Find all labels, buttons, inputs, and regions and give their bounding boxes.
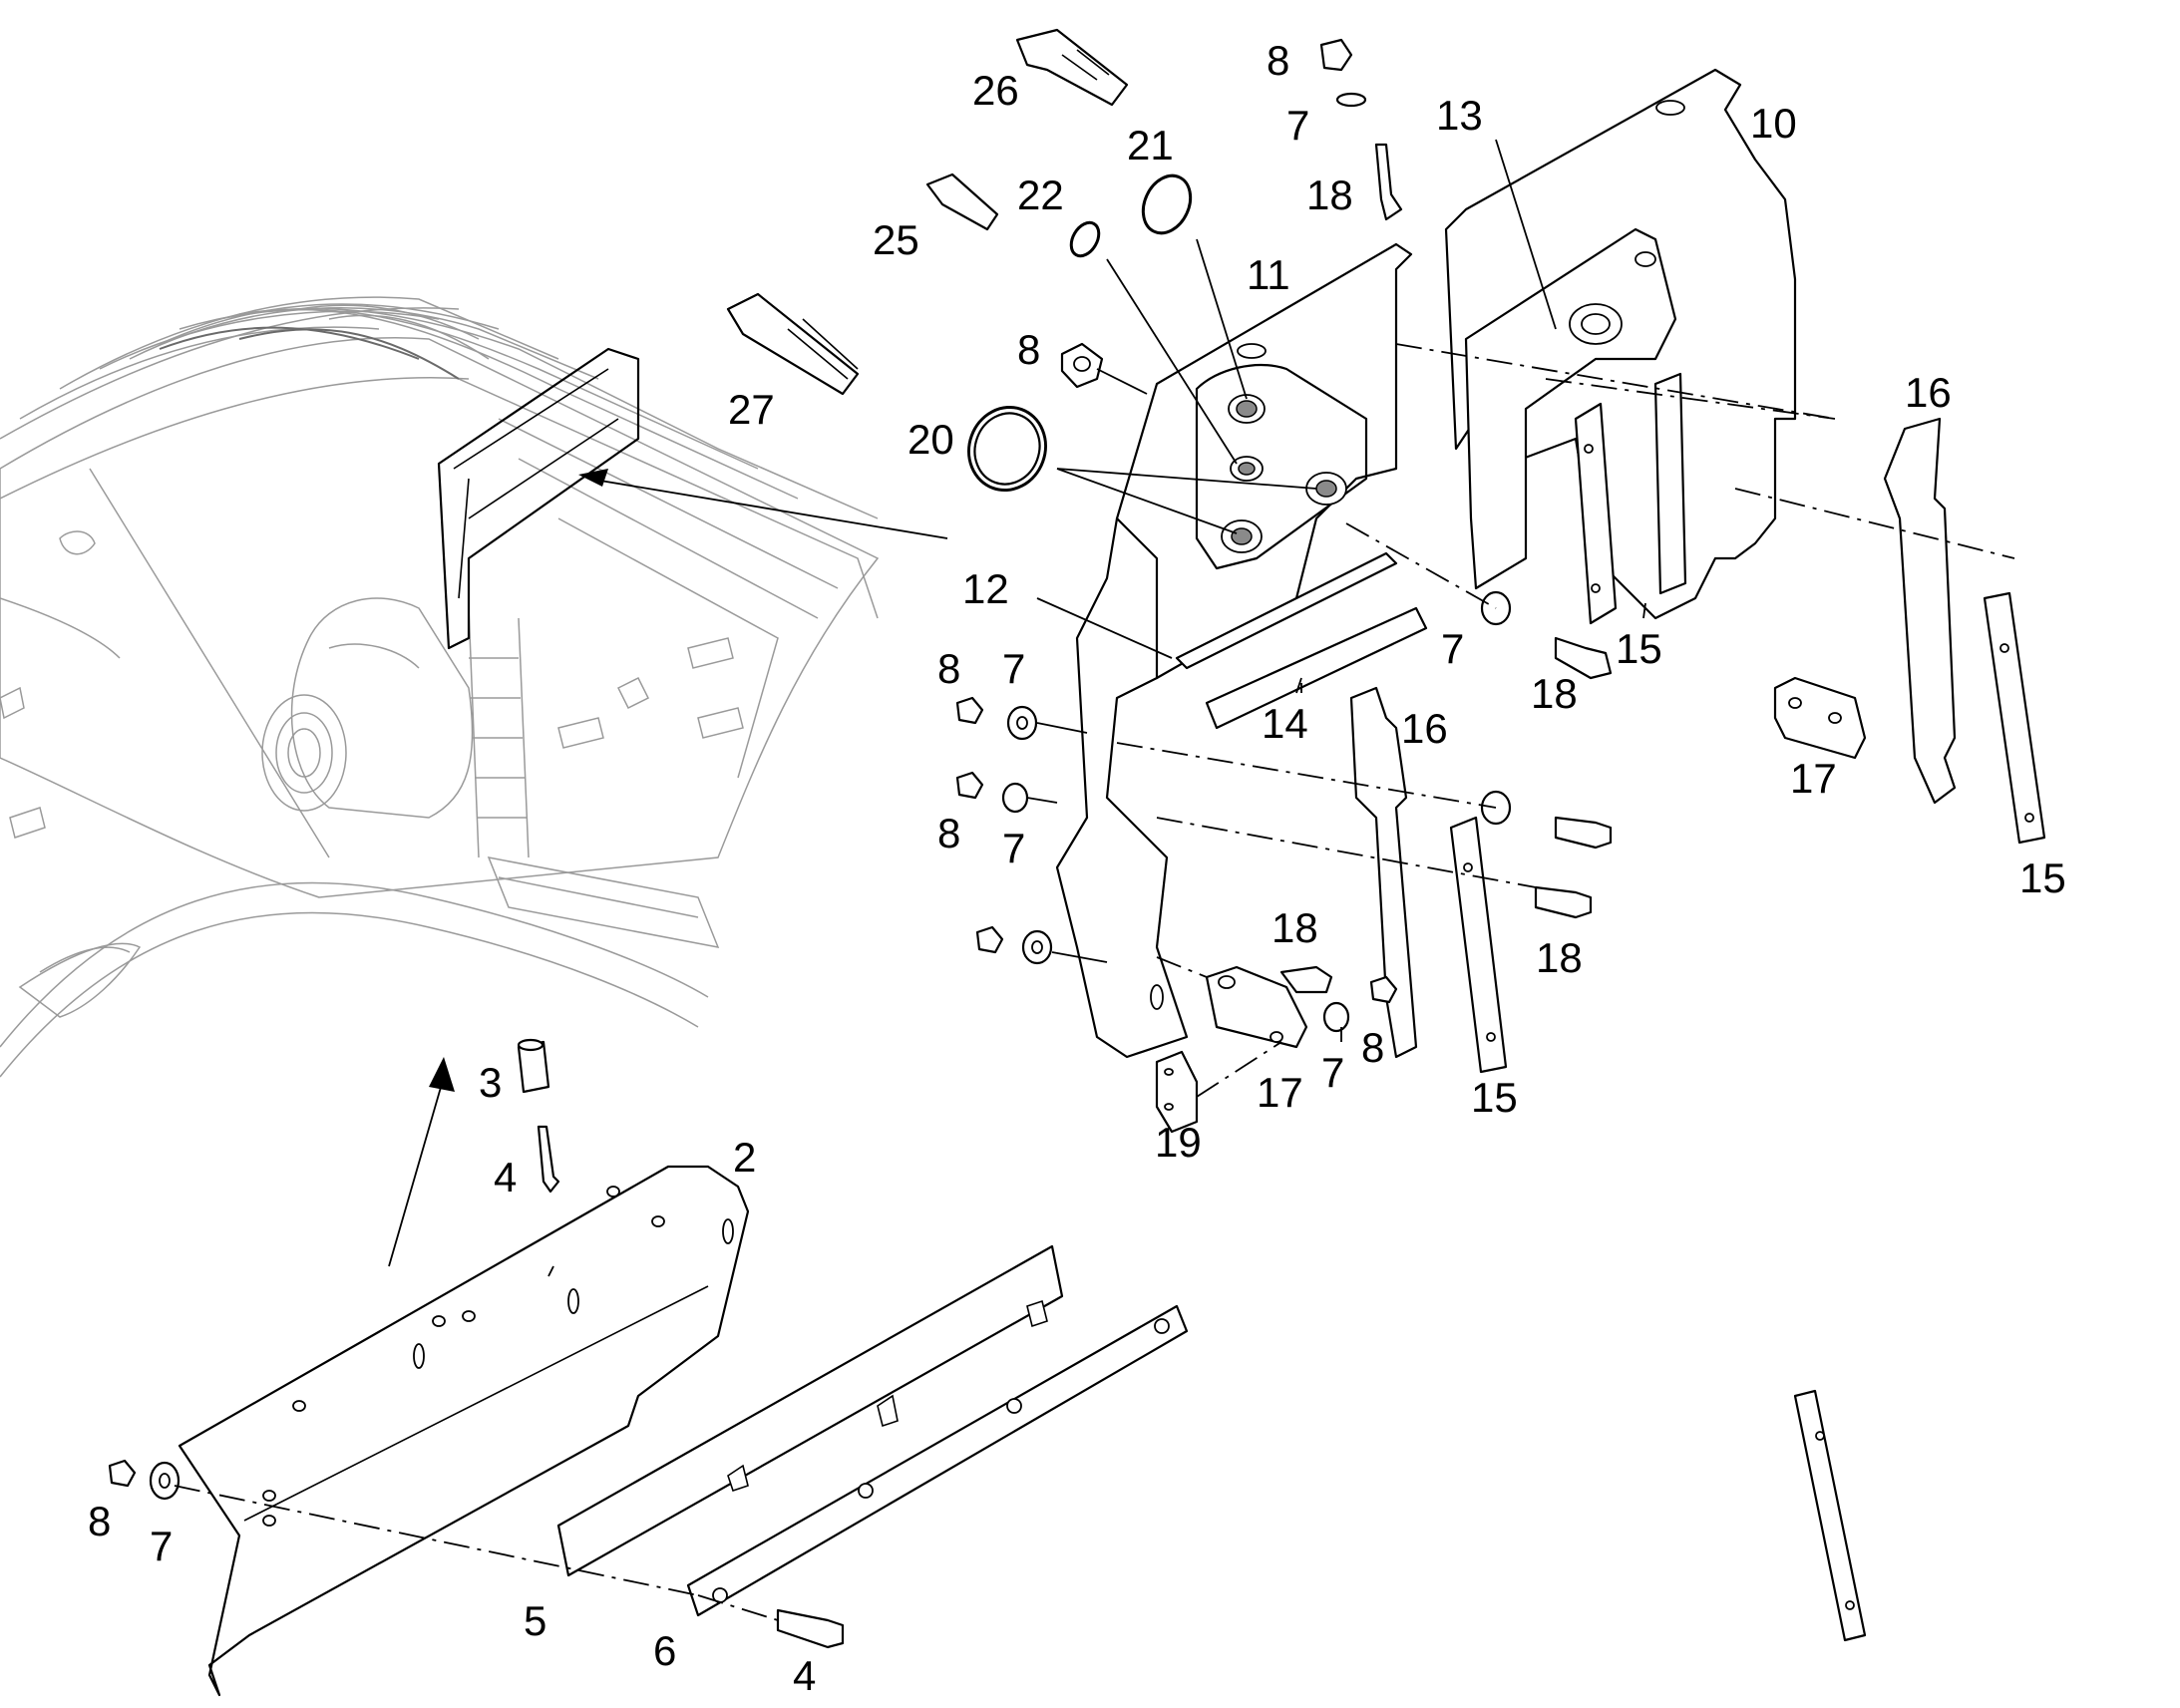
- part-13-center-plate: [1464, 227, 1677, 590]
- callout-8: 8: [937, 810, 960, 856]
- callout-13: 13: [1436, 92, 1483, 139]
- callout-3: 3: [479, 1059, 502, 1106]
- callout-8: 8: [88, 1498, 111, 1544]
- part-5-rail: [556, 1244, 1064, 1577]
- callout-18: 18: [1272, 904, 1318, 951]
- callout-10: 10: [1750, 100, 1797, 147]
- callout-7: 7: [1321, 1049, 1344, 1096]
- callout-7: 7: [1002, 645, 1025, 692]
- callout-20: 20: [908, 416, 954, 463]
- callout-4: 4: [494, 1154, 517, 1200]
- machine-assembly-background: [0, 296, 880, 1078]
- seals: [967, 173, 1193, 493]
- callout-16: 16: [1401, 705, 1448, 752]
- part-2-long-plate: [178, 1165, 750, 1697]
- callout-15: 15: [1471, 1074, 1518, 1121]
- part-15-strips: [1449, 372, 2046, 1642]
- callout-25: 25: [873, 216, 919, 263]
- part-12-large-plate: [1055, 516, 1189, 1059]
- callout-4: 4: [793, 1652, 816, 1699]
- callout-7: 7: [1441, 625, 1464, 672]
- callout-7: 7: [1286, 102, 1309, 149]
- part-14-rail: [1175, 551, 1428, 730]
- callout-18: 18: [1306, 171, 1353, 218]
- callout-14: 14: [1262, 700, 1308, 747]
- callout-17: 17: [1790, 755, 1837, 802]
- callout-8: 8: [1267, 37, 1289, 84]
- part-17-brackets: [1205, 676, 1867, 1049]
- alignment-lines-upper: [1026, 343, 2015, 1098]
- callout-8: 8: [1361, 1024, 1384, 1071]
- callout-11: 11: [1247, 251, 1290, 298]
- callout-ticks: [1295, 602, 1646, 1042]
- callout-12: 12: [962, 565, 1009, 612]
- callout-8: 8: [937, 645, 960, 692]
- callout-5: 5: [524, 1597, 546, 1644]
- part-19-block: [1155, 1050, 1199, 1134]
- callout-labels: 26 8 7 13 10 21 22 25 18 11 8 27 20 16 1…: [88, 37, 2066, 1699]
- part-11-front-plate: [1115, 242, 1413, 680]
- callout-27: 27: [728, 386, 775, 433]
- callout-21: 21: [1127, 122, 1174, 169]
- callout-17: 17: [1257, 1069, 1303, 1116]
- callout-8: 8: [1017, 326, 1040, 373]
- callout-15: 15: [1616, 625, 1662, 672]
- callout-7: 7: [1002, 825, 1025, 871]
- machine-mounting-plate-highlight: [437, 347, 948, 650]
- hardware-lower: [108, 1038, 845, 1649]
- bolts-upper: [726, 28, 1129, 396]
- callout-15: 15: [2019, 854, 2066, 901]
- callout-16: 16: [1905, 369, 1952, 416]
- leader-lines-lower: [174, 1057, 779, 1621]
- callout-19: 19: [1155, 1119, 1202, 1166]
- callout-18: 18: [1531, 670, 1578, 717]
- part-16-brackets: [1349, 417, 1957, 1059]
- callout-22: 22: [1017, 171, 1064, 218]
- callout-6: 6: [653, 1627, 676, 1674]
- part-6-rail: [686, 1304, 1189, 1617]
- leader-lines-upper: [1036, 139, 1557, 693]
- callout-18: 18: [1536, 934, 1583, 981]
- callout-7: 7: [150, 1523, 173, 1569]
- hardware-middle: [1279, 790, 1613, 1033]
- callout-26: 26: [972, 67, 1019, 114]
- hardware-left: [955, 696, 1053, 965]
- callout-2: 2: [733, 1134, 756, 1181]
